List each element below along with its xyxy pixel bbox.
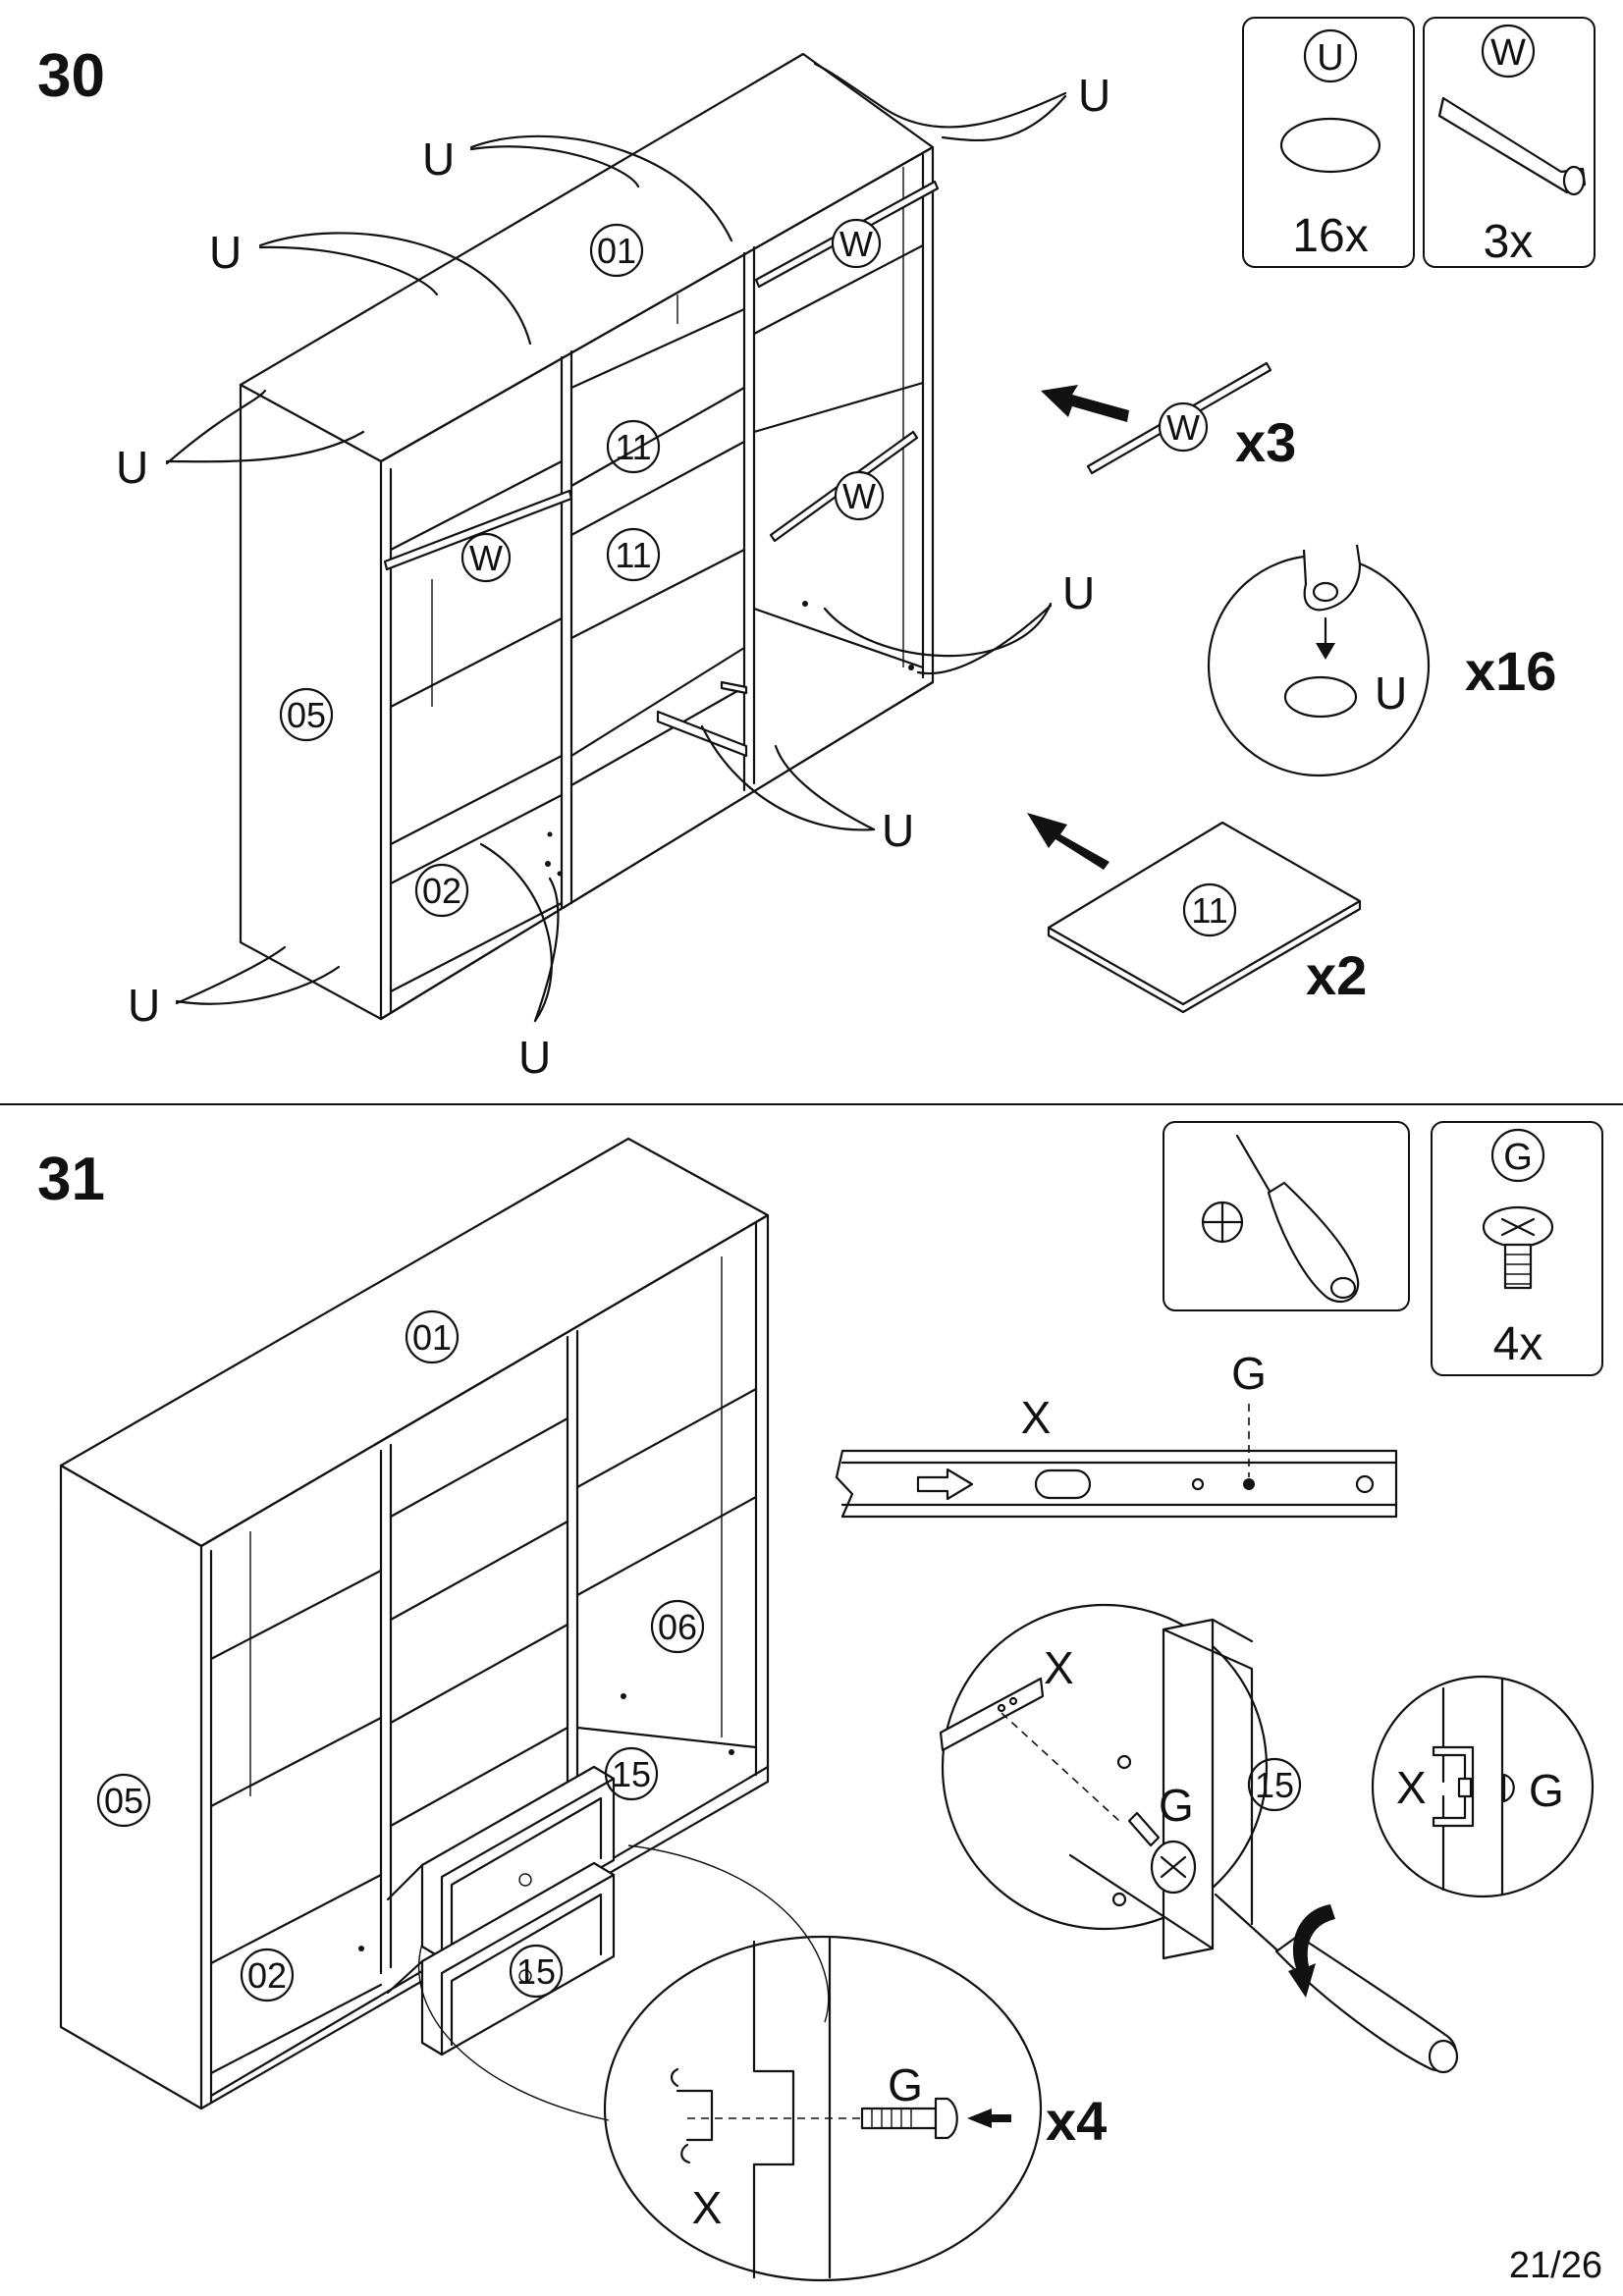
step-31-part-numbers: 01 05 06 02 15 15: [96, 1309, 705, 2002]
callout-u-bottom: U: [518, 1032, 551, 1083]
wardrobe-step-31: [59, 1137, 770, 2110]
legend-g-count: 4x: [1493, 1318, 1543, 1370]
page-number: 21/26: [1509, 2245, 1602, 2286]
drawer-side-detail: X G 15: [939, 1603, 1302, 1960]
step-30-shelf-insert: 11 x2: [1027, 813, 1367, 1014]
clip-side-detail: X G: [1371, 1675, 1595, 1898]
rail-label-x: X: [1021, 1392, 1052, 1443]
qty-shelves: x2: [1306, 944, 1367, 1006]
bottom-detail: G X x4: [417, 1844, 1107, 2282]
part-01: 01: [597, 231, 636, 271]
wardrobe-step-30: [239, 52, 940, 1021]
drawer-lower: [420, 1861, 616, 2056]
callout-u-bottom-right: U: [882, 805, 914, 856]
legend-u-count: 16x: [1292, 210, 1368, 262]
callout-u-top-right: U: [1078, 70, 1110, 121]
rod-label-left: W: [469, 538, 503, 578]
rod-label-loose: W: [1166, 407, 1200, 448]
legend-u-circle: [1303, 28, 1358, 83]
part-01: 01: [412, 1317, 452, 1358]
top-panel: [239, 52, 935, 463]
part-02: 02: [247, 1955, 287, 1996]
arrow-up-left-icon: [1027, 813, 1109, 870]
callout-u-top: U: [422, 133, 455, 185]
arrow-left-icon-bottom: [967, 2109, 1011, 2128]
legend-g-letter: G: [1503, 1137, 1533, 1178]
arrow-left-icon: [1041, 385, 1129, 422]
qty-caps: x16: [1465, 640, 1556, 702]
rod-label-right-mid: W: [842, 476, 876, 516]
detail-label-x: X: [1044, 1642, 1074, 1693]
callout-u-bottom-left: U: [128, 980, 160, 1031]
rotate-clockwise-icon: [1288, 1904, 1335, 1998]
part-05: 05: [104, 1781, 143, 1821]
detail-part-15: 15: [1255, 1765, 1294, 1805]
part-11-upper: 11: [615, 427, 651, 467]
screw-icon: [1482, 1205, 1554, 1290]
step-30-rod-labels: W W W: [460, 218, 885, 583]
step-30-number: 30: [37, 42, 105, 110]
part-05: 05: [287, 695, 326, 735]
bottom-detail-label-x: X: [692, 2182, 723, 2233]
callout-u-left: U: [116, 442, 148, 493]
bottom-detail-label-g: G: [888, 2059, 923, 2110]
step-31-legend: G 4x: [1163, 1121, 1603, 1376]
screw-icon-bottom: [860, 2097, 958, 2140]
rail-strip: X G: [835, 1348, 1398, 1519]
screwdriver-action: [1214, 1893, 1459, 2074]
qty-rods: x3: [1235, 411, 1296, 473]
screw-icon-detail: [1127, 1811, 1197, 1895]
step-30-legend: U 16x W 3x: [1242, 17, 1596, 268]
legend-box-u: [1242, 17, 1415, 268]
side-detail-label-g: G: [1529, 1765, 1564, 1816]
part-06: 06: [658, 1607, 697, 1647]
legend-w-circle: [1481, 24, 1536, 79]
detail-label-g: G: [1159, 1780, 1194, 1831]
part-11-lower: 11: [615, 535, 651, 575]
arrow-down-icon: [1316, 643, 1335, 660]
part-15-upper: 15: [612, 1754, 651, 1794]
arrow-right-icon: [916, 1468, 974, 1501]
screwdriver-icon: [1201, 1134, 1360, 1304]
step-30-callouts: U U U U U U U U: [116, 62, 1110, 1083]
legend-u-letter: U: [1317, 37, 1343, 79]
drawer-upper: [420, 1765, 616, 1960]
legend-w-letter: W: [1490, 32, 1526, 74]
detail-cap-label: U: [1375, 667, 1407, 719]
callout-u-top-left: U: [209, 227, 242, 278]
side-detail-label-x: X: [1396, 1762, 1427, 1813]
legend-w-count: 3x: [1484, 216, 1534, 268]
qty-screws: x4: [1046, 2090, 1107, 2152]
part-02: 02: [422, 871, 461, 911]
step-31: 31 G 4x: [37, 1121, 1603, 2282]
step-30-part-numbers: 01 11 11 05 02: [279, 223, 661, 918]
part-15-lower: 15: [516, 1951, 556, 1992]
part-11-loose: 11: [1191, 890, 1227, 931]
callout-u-right: U: [1062, 567, 1095, 618]
step-31-number: 31: [37, 1146, 105, 1213]
rod-icon: [1437, 96, 1587, 196]
rail-label-g: G: [1231, 1348, 1267, 1399]
step-30-rod-insert: W x3: [1041, 361, 1296, 475]
cap-icon: [1279, 117, 1381, 174]
rod-label-right-top: W: [839, 224, 873, 264]
step-30: 30 U 16x W 3x: [37, 17, 1596, 1083]
cap-icon-detail: [1283, 675, 1358, 719]
step-30-cap-detail: U x16: [1207, 544, 1556, 777]
